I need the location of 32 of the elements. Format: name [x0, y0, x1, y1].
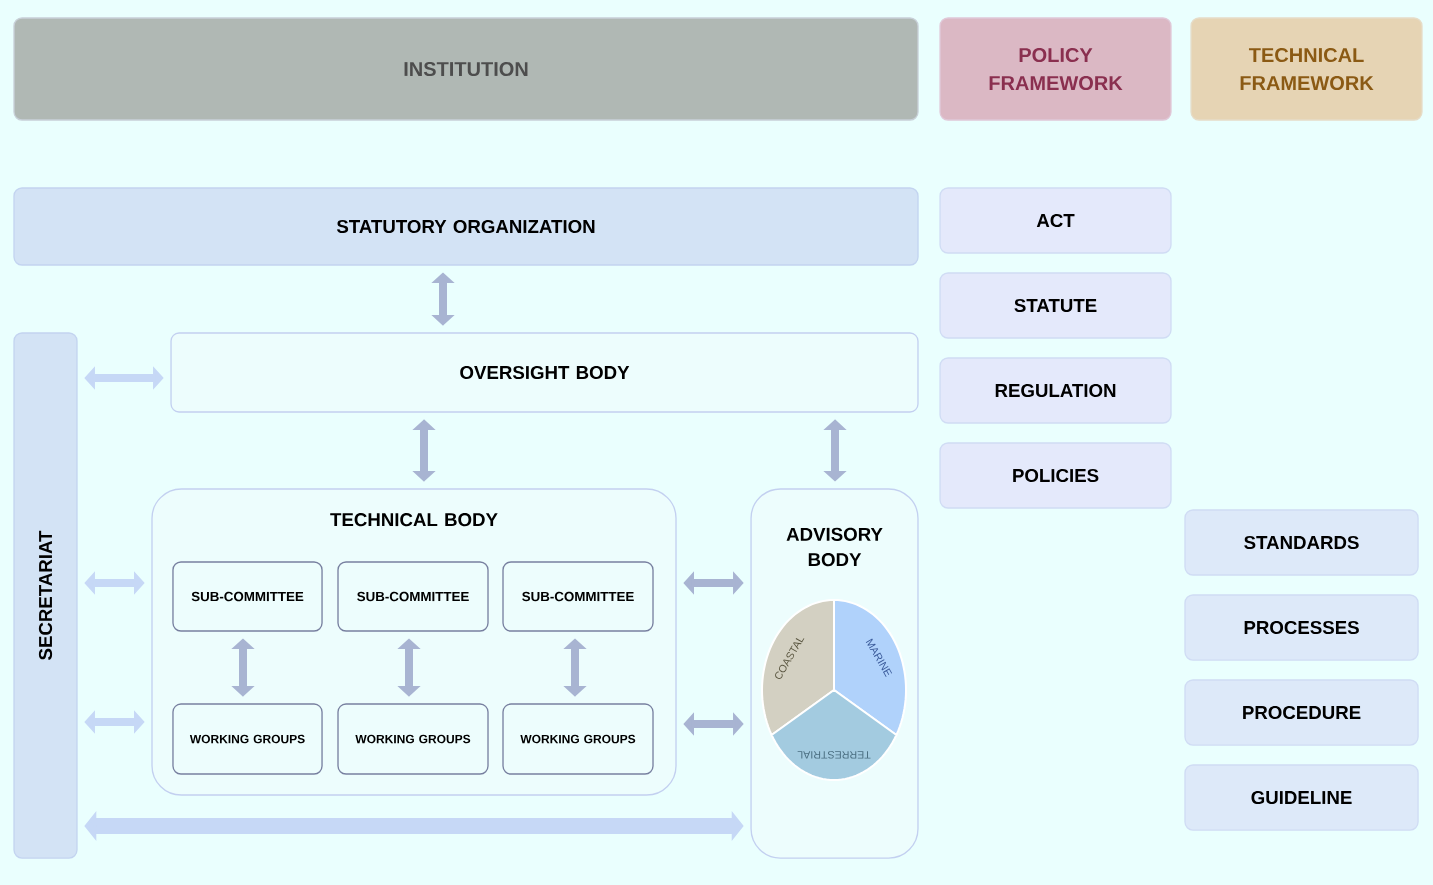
working-group-box: WORKING GROUPS	[337, 703, 489, 775]
double-arrow	[412, 419, 436, 482]
framework-box: REGULATION	[939, 357, 1172, 424]
framework-box: ACT	[939, 187, 1172, 254]
secretariat-bar: SECRETARIAT	[13, 332, 78, 859]
double-arrow	[397, 638, 421, 697]
working-group-box: WORKING GROUPS	[502, 703, 654, 775]
header-box: TECHNICAL FRAMEWORK	[1190, 17, 1423, 121]
double-arrow	[683, 712, 744, 736]
framework-box: STANDARDS	[1184, 509, 1419, 576]
framework-box: POLICIES	[939, 442, 1172, 509]
double-arrow	[563, 638, 587, 697]
double-arrow	[84, 710, 145, 734]
header-box: INSTITUTION	[13, 17, 919, 121]
committee-box: SUB-COMMITTEE	[172, 561, 323, 632]
double-arrow	[683, 571, 744, 595]
double-arrow	[84, 811, 744, 841]
double-arrow	[84, 571, 145, 595]
double-arrow	[823, 419, 847, 482]
framework-box: PROCESSES	[1184, 594, 1419, 661]
framework-box: GUIDELINE	[1184, 764, 1419, 831]
committee-box: SUB-COMMITTEE	[337, 561, 489, 632]
committee-box: SUB-COMMITTEE	[502, 561, 654, 632]
header-box: POLICY FRAMEWORK	[939, 17, 1172, 121]
double-arrow	[231, 638, 255, 697]
framework-box: PROCEDURE	[1184, 679, 1419, 746]
organization-box: STATUTORY ORGANIZATION	[13, 187, 919, 266]
working-group-box: WORKING GROUPS	[172, 703, 323, 775]
framework-box: STATUTE	[939, 272, 1172, 339]
double-arrow	[84, 366, 164, 390]
oversight-box: OVERSIGHT BODY	[170, 332, 919, 413]
double-arrow	[431, 272, 455, 326]
